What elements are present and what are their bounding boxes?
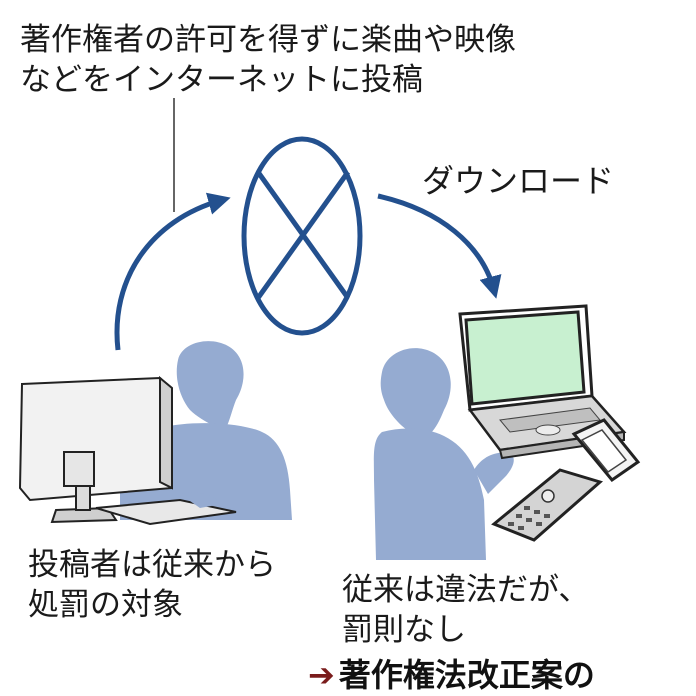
arrow-right-icon: ➔ — [308, 656, 335, 694]
uploader-caption-line1: 投稿者は従来から — [28, 547, 276, 583]
desktop-monitor-icon — [18, 375, 237, 526]
upload-arrow — [114, 192, 231, 351]
flip-phone-icon — [491, 418, 641, 542]
download-arrow — [377, 193, 502, 299]
bottom-note-text: 著作権法改正案の — [338, 656, 595, 694]
bottom-note: ➔著作権法改正案の — [308, 650, 595, 696]
downloader-caption-line2: 罰則なし — [342, 612, 466, 648]
downloader-caption: 従来は違法だが、 罰則なし — [342, 570, 589, 650]
top-caption-line2: などをインターネットに投稿 — [20, 62, 423, 98]
top-caption-line1: 著作権者の許可を得ずに楽曲や映像 — [20, 22, 516, 58]
top-caption: 著作権者の許可を得ずに楽曲や映像 などをインターネットに投稿 — [20, 20, 516, 100]
downloader-person-icon — [373, 348, 514, 560]
download-label: ダウンロード — [422, 162, 615, 200]
crossed-ellipse-icon — [241, 136, 363, 336]
uploader-caption-line2: 処罰の対象 — [28, 587, 183, 623]
uploader-caption: 投稿者は従来から 処罰の対象 — [28, 545, 276, 625]
downloader-caption-line1: 従来は違法だが、 — [342, 572, 590, 608]
